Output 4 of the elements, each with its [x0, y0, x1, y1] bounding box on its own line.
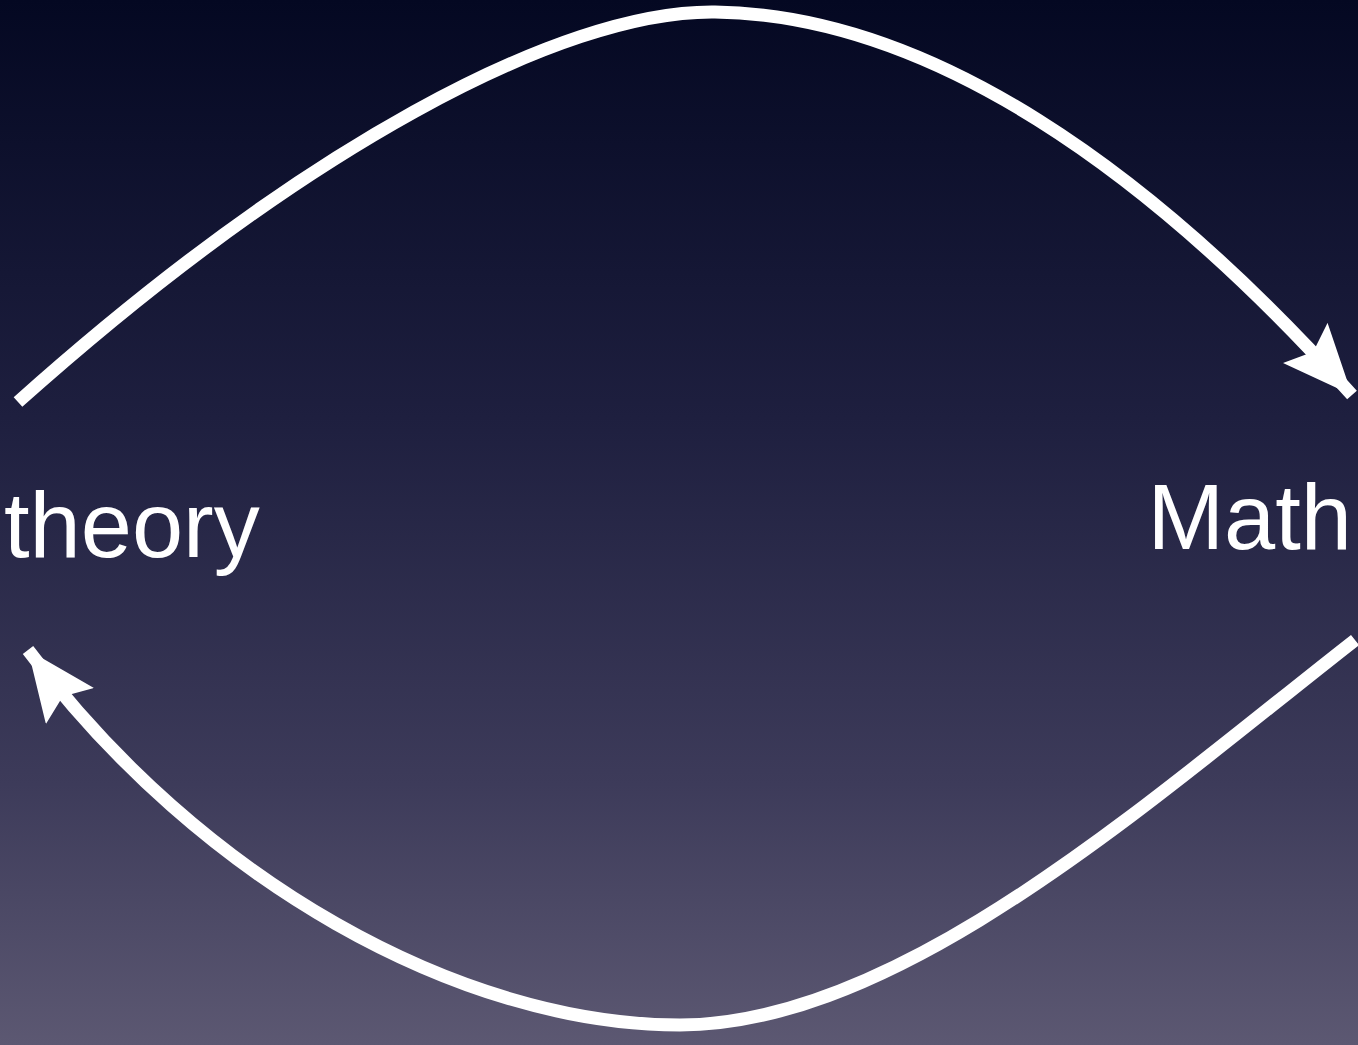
node-label: Math [1147, 466, 1352, 569]
curved-arrow [13, 5, 1357, 407]
curved-arrow [22, 634, 1358, 1032]
node-label: theory [4, 475, 260, 577]
